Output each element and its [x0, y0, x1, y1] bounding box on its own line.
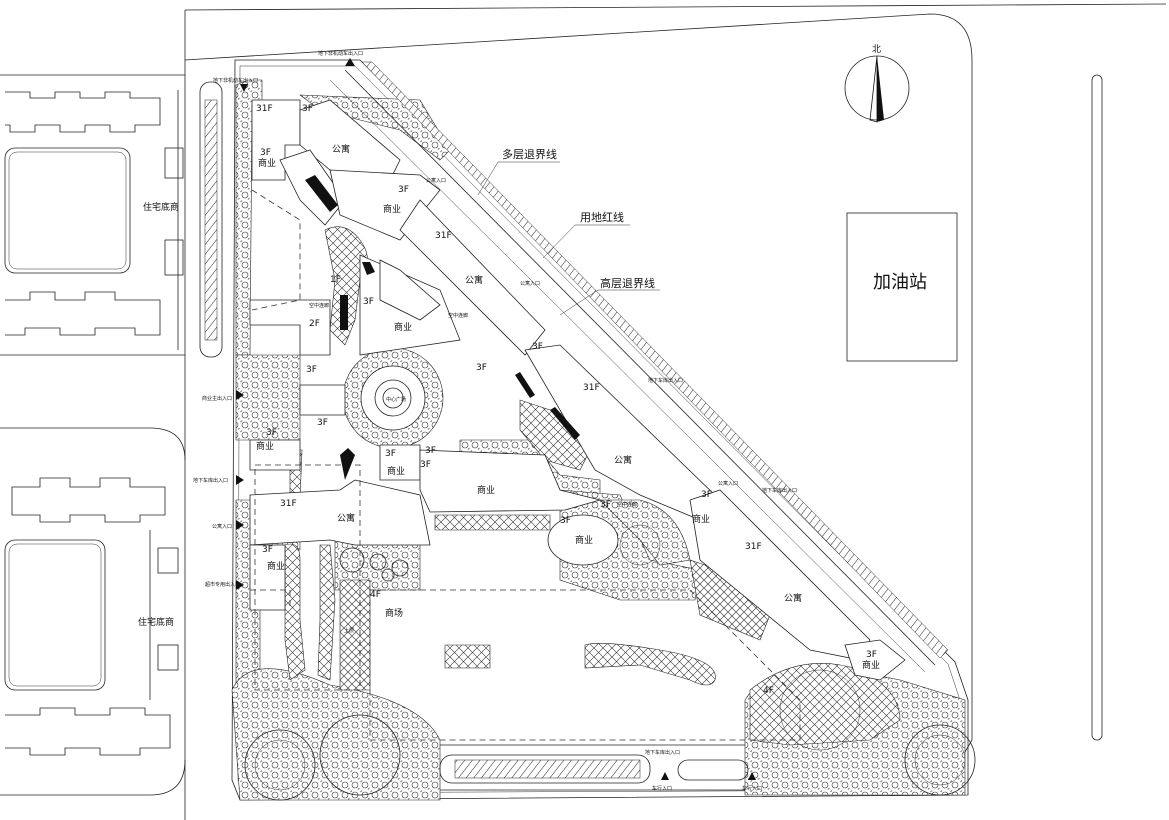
label-3f-j: 3F: [385, 449, 396, 459]
label-car-entrance-a: 车行入口: [652, 785, 672, 792]
north-arrow-icon: 北: [844, 44, 910, 123]
label-3f-a: 3F: [302, 104, 313, 114]
residential-block-bottom: 住宅底商: [4, 477, 179, 756]
entrance-markers: [236, 58, 756, 780]
label-commercial-e: 商业: [387, 465, 405, 477]
label-mall: 商场: [385, 607, 403, 619]
label-apartment-c: 公寓: [614, 454, 632, 466]
parking-strip-bottom: [439, 744, 749, 791]
label-3f-k: 3F: [425, 446, 436, 456]
dashed-outlines: [250, 189, 801, 741]
label-bridge-a: 空中连廊: [309, 302, 329, 309]
label-commercial-c: 商业: [394, 321, 412, 333]
label-apartment-e: 公寓: [784, 592, 802, 604]
building-labels: 31F 3F 3F 商业 公寓 商业 3F 31F 公寓 1F 3F 商业 2F…: [256, 104, 880, 696]
label-car-entrance-b: 车行入口: [742, 785, 762, 792]
label-31f-e: 31F: [745, 542, 762, 552]
label-apartment-a: 公寓: [332, 143, 350, 155]
label-apartment-b: 公寓: [465, 274, 483, 286]
label-1f: 1F: [330, 275, 341, 285]
residential-shops-label-bottom: 住宅底商: [138, 616, 174, 628]
label-3f-p: 3F: [701, 490, 712, 500]
label-stairs: 上层: [344, 627, 354, 634]
buildings: [249, 99, 906, 681]
label-3f-g: 3F: [306, 365, 317, 375]
high-setback-label: 高层退界线: [600, 276, 655, 290]
paving-zones: [231, 79, 966, 801]
label-commercial-a: 商业: [258, 157, 276, 169]
callouts: 多层退界线 用地红线 高层退界线: [477, 147, 660, 316]
label-commercial-b: 商业: [383, 203, 401, 215]
multi-setback-label: 多层退界线: [502, 147, 557, 161]
label-commercial-h: 商业: [575, 534, 593, 546]
label-apartment-entrance-a: 公寓入口: [426, 177, 446, 184]
label-3f-b: 3F: [260, 148, 271, 158]
label-4f-a: 4F: [370, 590, 381, 600]
label-31f-c: 31F: [583, 383, 600, 393]
label-commercial-j: 商业: [862, 659, 880, 671]
label-car-exit-right: 地下车库出入口: [648, 377, 683, 384]
label-car-exit-bottom: 地下车库出入口: [645, 749, 680, 756]
label-4f-b: 4F: [763, 686, 774, 696]
label-entrance-left: 地下非机动车出入口: [213, 77, 258, 84]
label-3f-q: 3F: [866, 650, 877, 660]
label-2f: 2F: [309, 319, 320, 329]
central-plaza-label: 中心广场: [386, 396, 406, 403]
label-3f-d: 3F: [363, 297, 374, 307]
label-car-exit: 地下车库出入口: [193, 477, 228, 484]
label-31f-a: 31F: [256, 104, 273, 114]
parking-strip-left: [199, 81, 223, 358]
label-apartment-entrance-c: 公寓入口: [718, 480, 738, 487]
label-apartment-entrance-b: 公寓入口: [520, 280, 540, 287]
road-boundaries: [0, 3, 1167, 820]
plazas: 中心广场: [244, 347, 976, 801]
label-3f-m: 3F: [262, 545, 273, 555]
residential-block-top: 住宅底商: [4, 90, 184, 350]
label-commercial-d: 商业: [256, 440, 274, 452]
label-entrance-top: 地下非机动车出入口: [318, 50, 363, 57]
core-blocks: [305, 175, 580, 480]
gas-station: 加油站: [846, 212, 958, 362]
label-commercial-entrance: 商业主出入口: [202, 395, 232, 402]
label-31f-b: 31F: [435, 231, 452, 241]
label-3f-i: 3F: [266, 428, 277, 438]
label-commercial-g: 商业: [267, 560, 285, 572]
label-3f-f: 3F: [476, 363, 487, 373]
setback-band: [329, 61, 949, 673]
label-3f-o: 3F: [600, 500, 611, 510]
north-label: 北: [872, 44, 881, 55]
entrance-labels: 地下非机动车出入口 地下非机动车出入口 商业主出入口 地下车库出入口 公寓入口 …: [193, 50, 797, 792]
label-commercial-i: 商业: [692, 513, 710, 525]
gas-station-label: 加油站: [873, 272, 927, 293]
residential-shops-label-top: 住宅底商: [143, 201, 179, 213]
label-apartment-entrance-left: 公寓入口: [212, 523, 232, 530]
label-3f-l: 3F: [420, 460, 431, 470]
label-commercial-f: 商业: [477, 484, 495, 496]
label-3f-n: 3F: [560, 516, 571, 526]
label-supermarket-entrance: 超市专用出入口: [205, 581, 240, 588]
red-line-label: 用地红线: [580, 210, 624, 224]
label-bridge-b: 空中连廊: [448, 312, 468, 319]
label-bridge-c: 空中连廊: [617, 501, 637, 508]
label-3f-h: 3F: [317, 418, 328, 428]
label-3f-e: 3F: [532, 342, 543, 352]
label-apartment-d: 公寓: [337, 512, 355, 524]
label-3f-c: 3F: [398, 185, 409, 195]
label-31f-d: 31F: [280, 499, 297, 509]
label-car-exit-right-b: 地下车库出入口: [762, 487, 797, 494]
